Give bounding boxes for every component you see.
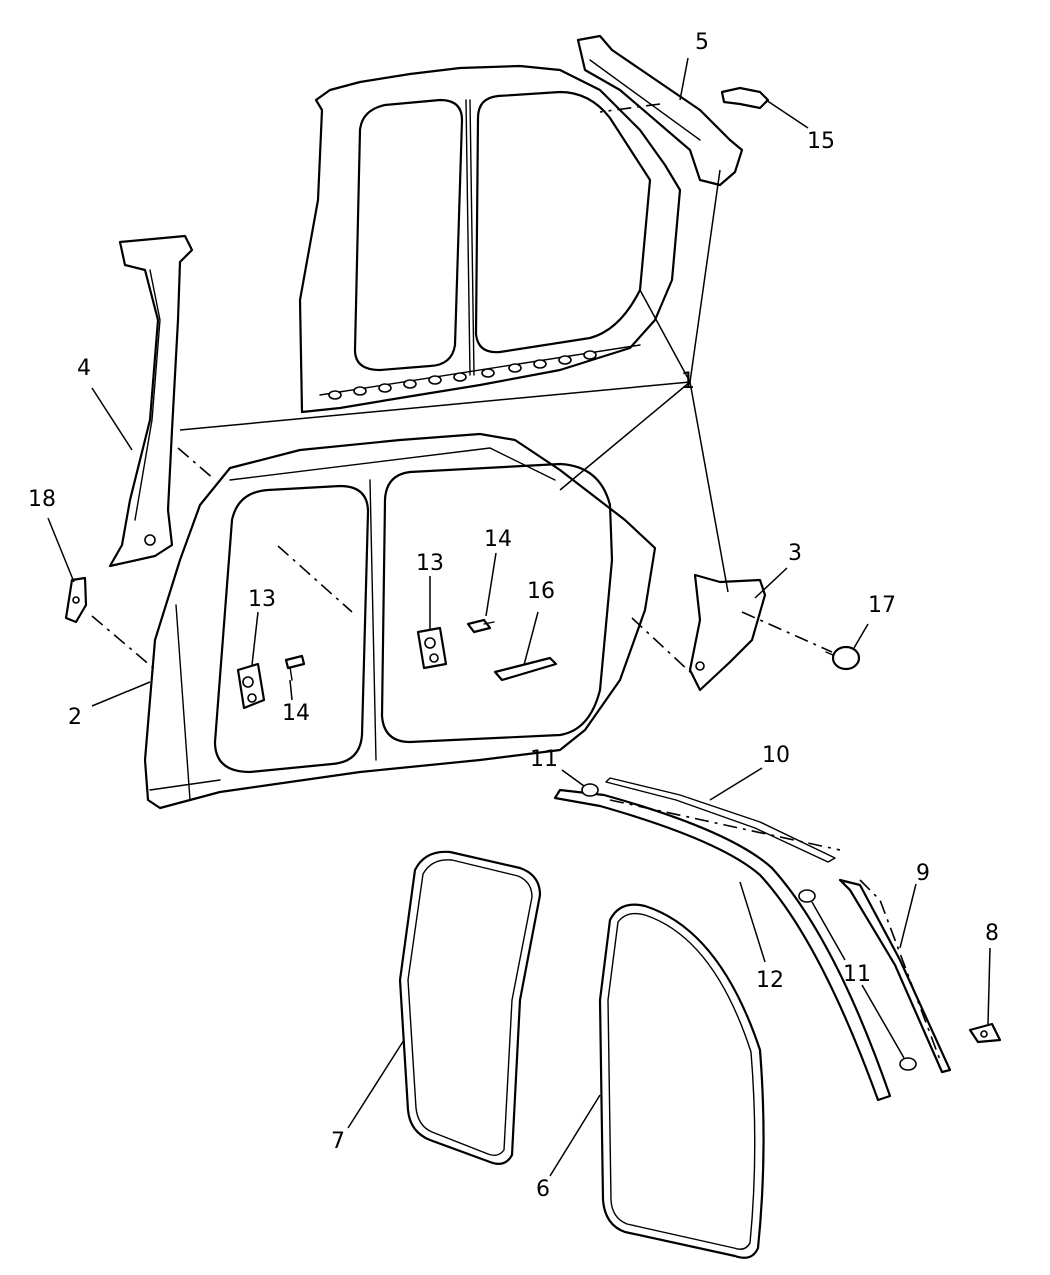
- inner-body-side-panel: [298, 64, 682, 414]
- roof-molding-part-10: [605, 777, 836, 863]
- callout-3: 3: [788, 541, 802, 566]
- front-door-seal-part-6: [598, 903, 765, 1259]
- grommet-11-top: [581, 783, 599, 797]
- callout-labels: 1 2 3 4 5 6 7 8 9 10 11 11 12 13 13 14 1…: [28, 30, 999, 1202]
- bolt-right: [466, 618, 495, 634]
- bracket-part-16: [493, 656, 558, 682]
- callout-16: 16: [527, 579, 555, 604]
- callout-2: 2: [68, 705, 82, 730]
- a-pillar-upper-reinforcement: [576, 34, 744, 187]
- callout-5: 5: [695, 30, 709, 55]
- clip-part-18: [64, 576, 88, 624]
- push-pin-part-17: [825, 645, 861, 671]
- callout-12: 12: [756, 968, 784, 993]
- grommet-11-bottom: [899, 1057, 917, 1071]
- roof-weatherstrip-part-12: [553, 788, 892, 1102]
- callout-13-right: 13: [416, 551, 444, 576]
- callout-11-mid: 11: [843, 962, 871, 987]
- callout-6: 6: [536, 1177, 550, 1202]
- a-pillar-lower-bracket: [688, 573, 767, 692]
- alignment-lines: [91, 103, 941, 1061]
- striker-plate-right: [416, 626, 448, 670]
- callout-9: 9: [916, 861, 930, 886]
- callout-13-left: 13: [248, 587, 276, 612]
- callout-17: 17: [868, 593, 896, 618]
- rear-door-seal-part-7: [398, 850, 542, 1165]
- striker-plate-left: [236, 662, 266, 710]
- callout-11-top: 11: [530, 747, 558, 772]
- leader-lines: [47, 57, 991, 1177]
- callout-1: 1: [681, 369, 695, 394]
- callout-8: 8: [985, 921, 999, 946]
- rocker-holes: [328, 350, 597, 400]
- callout-14-right: 14: [484, 527, 512, 552]
- callout-7: 7: [331, 1129, 345, 1154]
- callout-14-left: 14: [282, 701, 310, 726]
- bracket-part-8: [968, 1022, 1002, 1044]
- b-pillar-reinforcement: [108, 234, 194, 568]
- bolt-left: [284, 654, 306, 681]
- callout-18: 18: [28, 487, 56, 512]
- grommet-11-mid: [798, 889, 816, 903]
- callout-10: 10: [762, 743, 790, 768]
- pillar-seal-part-9: [838, 878, 952, 1074]
- callout-4: 4: [77, 356, 91, 381]
- bracket-part-15: [720, 86, 770, 110]
- callout-15: 15: [807, 129, 835, 154]
- outer-body-side-panel: [143, 432, 657, 810]
